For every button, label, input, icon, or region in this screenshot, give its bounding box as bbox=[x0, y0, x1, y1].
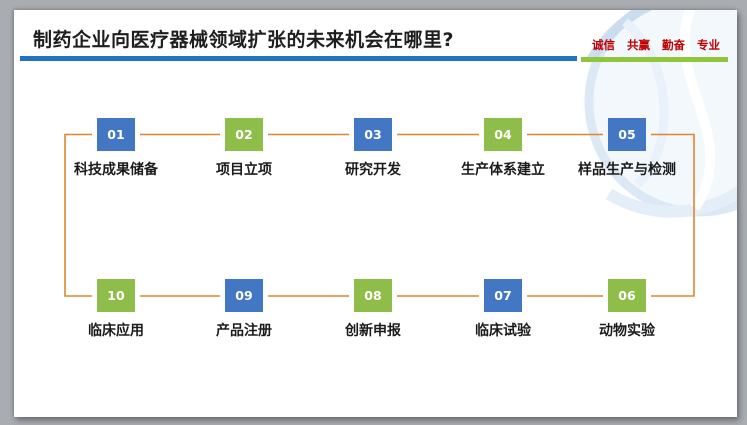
step-number-box: 01 bbox=[97, 118, 135, 151]
step-label: 动物实验 bbox=[599, 323, 655, 339]
step-label: 项目立项 bbox=[216, 162, 272, 178]
step-label: 产品注册 bbox=[216, 323, 272, 339]
step-number-box: 10 bbox=[97, 279, 135, 312]
company-motto: 诚信 共赢 勤奋 专业 bbox=[592, 37, 720, 53]
step-label: 研究开发 bbox=[345, 162, 401, 178]
flow-connector-lines bbox=[64, 133, 695, 297]
flow-step-02: 02 项目立项 bbox=[164, 118, 324, 179]
slide-canvas[interactable]: 制药企业向医疗器械领域扩张的未来机会在哪里? 诚信 共赢 勤奋 专业 01 科技… bbox=[14, 10, 737, 417]
flow-step-07: 07 临床试验 bbox=[423, 279, 583, 340]
step-number-box: 05 bbox=[608, 118, 646, 151]
step-number-box: 09 bbox=[225, 279, 263, 312]
step-label: 临床试验 bbox=[475, 323, 531, 339]
flow-step-08: 08 创新申报 bbox=[293, 279, 453, 340]
flow-step-01: 01 科技成果储备 bbox=[36, 118, 196, 179]
slide-title: 制药企业向医疗器械领域扩张的未来机会在哪里? bbox=[33, 29, 455, 51]
step-label: 创新申报 bbox=[345, 323, 401, 339]
step-label: 样品生产与检测 bbox=[578, 162, 676, 178]
step-number-box: 06 bbox=[608, 279, 646, 312]
flow-step-06: 06 动物实验 bbox=[547, 279, 707, 340]
step-label: 临床应用 bbox=[88, 323, 144, 339]
flow-step-09: 09 产品注册 bbox=[164, 279, 324, 340]
motto-word: 专业 bbox=[697, 38, 720, 52]
motto-word: 勤奋 bbox=[662, 38, 685, 52]
flow-step-03: 03 研究开发 bbox=[293, 118, 453, 179]
step-number-box: 02 bbox=[225, 118, 263, 151]
motto-word: 诚信 bbox=[592, 38, 615, 52]
step-number-box: 07 bbox=[484, 279, 522, 312]
step-number-box: 08 bbox=[354, 279, 392, 312]
motto-word: 共赢 bbox=[627, 38, 650, 52]
step-label: 生产体系建立 bbox=[461, 162, 545, 178]
title-underline bbox=[20, 56, 577, 61]
step-number-box: 03 bbox=[354, 118, 392, 151]
flow-step-10: 10 临床应用 bbox=[36, 279, 196, 340]
step-number-box: 04 bbox=[484, 118, 522, 151]
step-label: 科技成果储备 bbox=[74, 162, 158, 178]
flow-step-05: 05 样品生产与检测 bbox=[547, 118, 707, 179]
motto-underline bbox=[581, 57, 728, 62]
flow-step-04: 04 生产体系建立 bbox=[423, 118, 583, 179]
